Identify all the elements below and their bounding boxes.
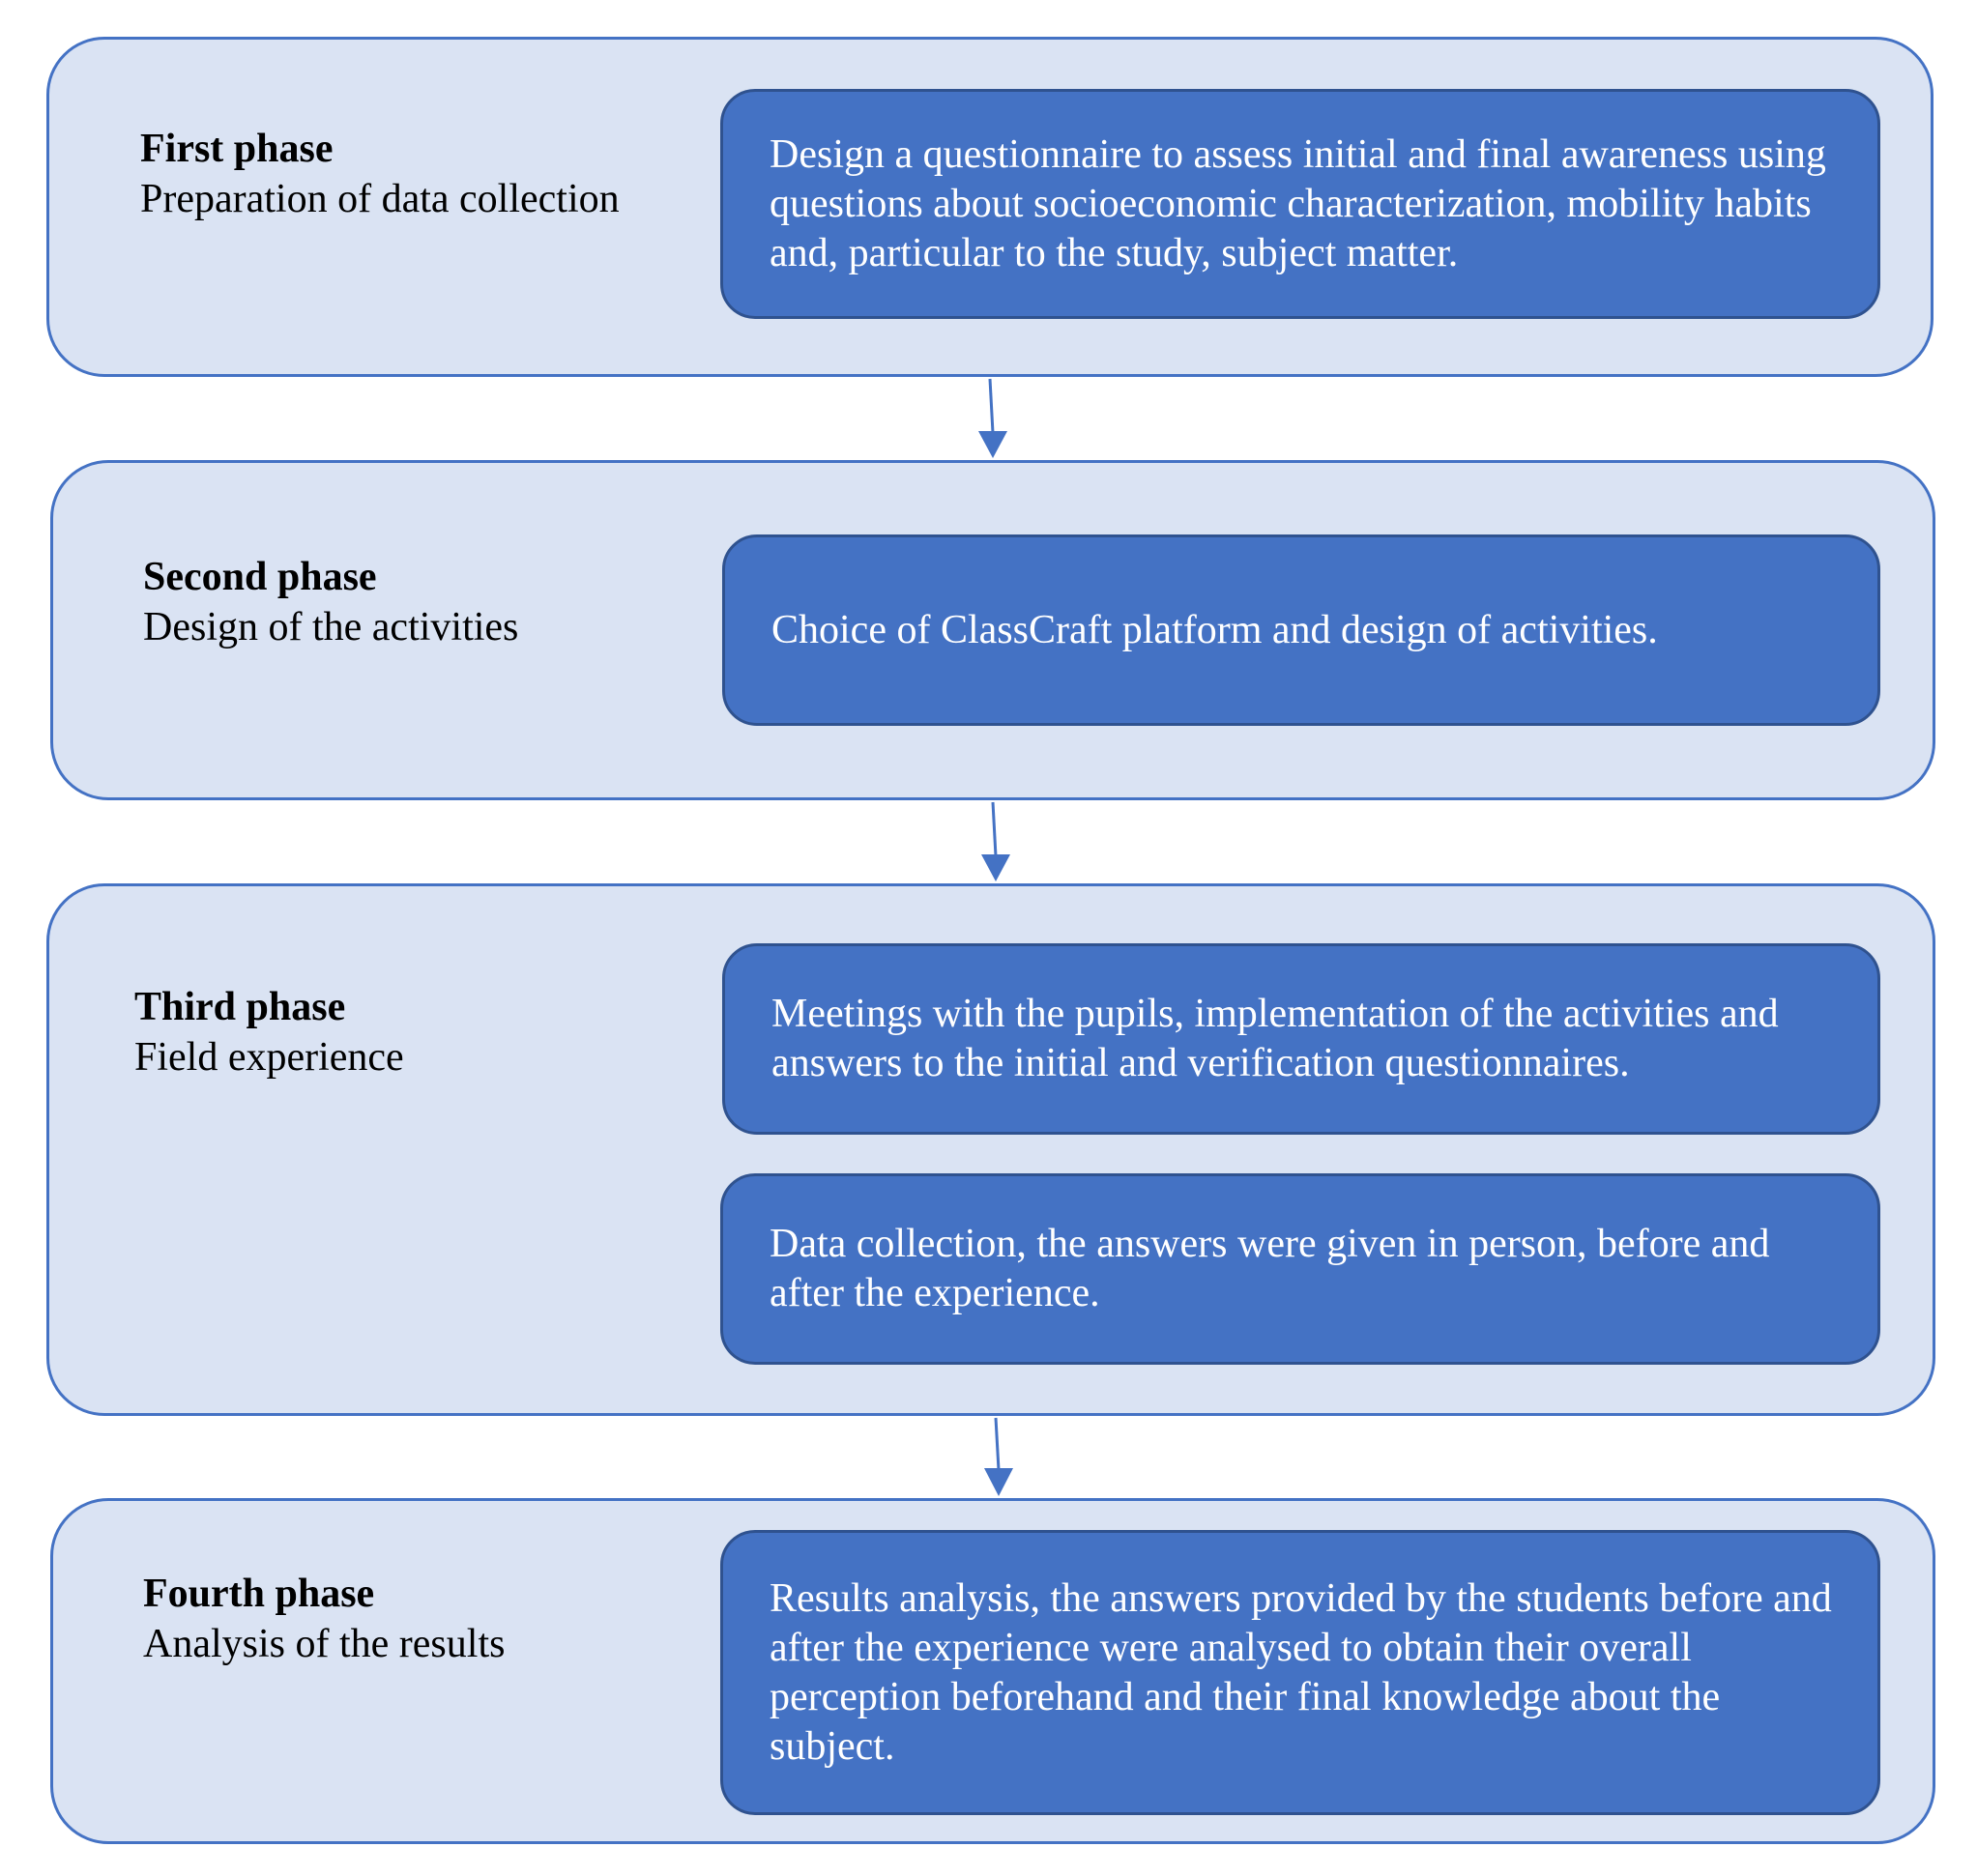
phase-2-label: Second phase Design of the activities <box>143 552 518 652</box>
phase-1-label: First phase Preparation of data collecti… <box>140 124 620 224</box>
arrowhead-phase2 <box>978 431 1007 458</box>
arrow-phase1-to-phase2 <box>988 378 995 434</box>
phase-3-description: Field experience <box>134 1035 404 1080</box>
phase-1-task-1: Design a questionnaire to assess initial… <box>720 89 1880 319</box>
phase-2-title: Second phase <box>143 555 377 599</box>
phase-4-label: Fourth phase Analysis of the results <box>143 1569 505 1669</box>
phase-4-task-1: Results analysis, the answers provided b… <box>720 1530 1880 1815</box>
phase-3-task-1: Meetings with the pupils, implementation… <box>722 943 1880 1135</box>
phase-1-task-1-text: Design a questionnaire to assess initial… <box>770 131 1826 275</box>
phase-2-description: Design of the activities <box>143 605 519 649</box>
phase-3-task-2: Data collection, the answers were given … <box>720 1173 1880 1365</box>
phase-1-title: First phase <box>140 127 334 171</box>
phase-4-title: Fourth phase <box>143 1572 375 1616</box>
phase-3-label: Third phase Field experience <box>134 982 404 1082</box>
phase-4-task-1-text: Results analysis, the answers provided b… <box>770 1575 1832 1769</box>
phase-3-task-2-text: Data collection, the answers were given … <box>770 1222 1770 1315</box>
phase-2-task-1-text: Choice of ClassCraft platform and design… <box>771 607 1658 652</box>
arrowhead-phase3 <box>981 854 1010 881</box>
phase-3-title: Third phase <box>134 985 346 1029</box>
arrowhead-phase4 <box>984 1468 1013 1496</box>
phase-4-description: Analysis of the results <box>143 1622 506 1666</box>
phase-1-description: Preparation of data collection <box>140 177 620 221</box>
phase-3-task-1-text: Meetings with the pupils, implementation… <box>771 992 1779 1085</box>
arrow-phase3-to-phase4 <box>994 1417 1001 1471</box>
arrow-phase2-to-phase3 <box>991 801 998 857</box>
phase-2-task-1: Choice of ClassCraft platform and design… <box>722 534 1880 726</box>
